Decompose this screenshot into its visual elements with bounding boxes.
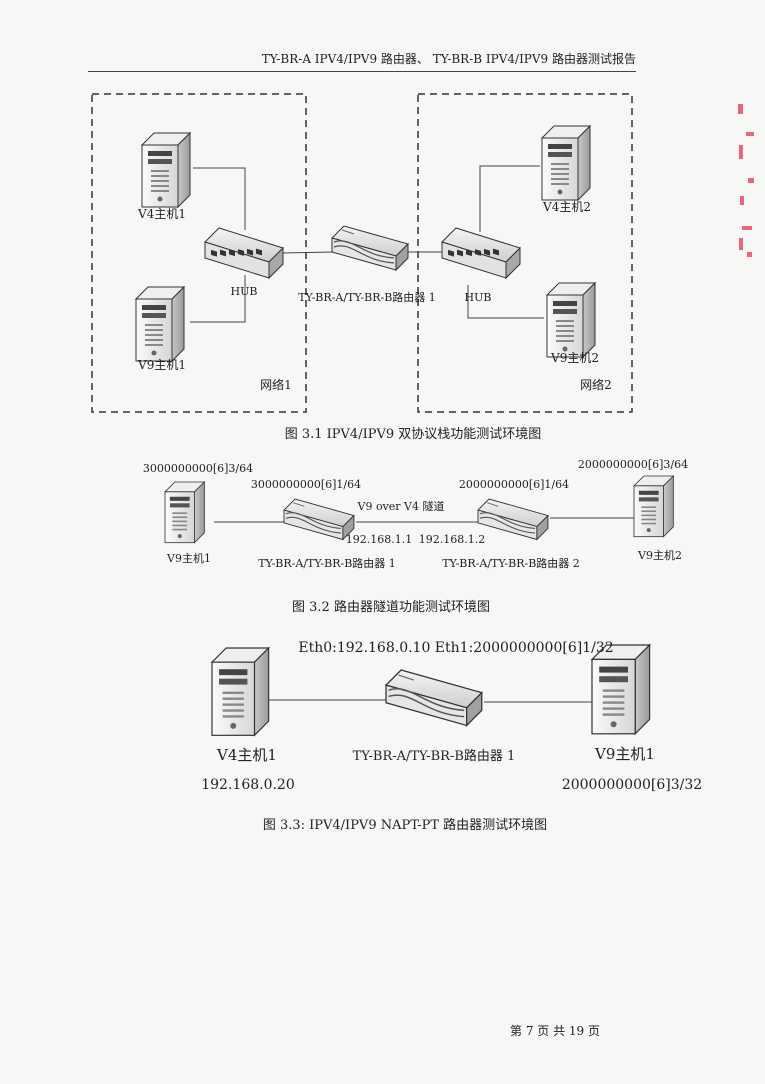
stamp-marks xyxy=(738,104,754,257)
hub-right-label: HUB xyxy=(465,291,492,304)
router-icon xyxy=(331,225,409,271)
v4-host1-label: V4主机1 xyxy=(216,746,277,764)
router-icon xyxy=(385,669,483,727)
cable xyxy=(467,285,544,319)
v9-host1-label: V9主机1 xyxy=(166,551,211,565)
router-icon xyxy=(283,498,355,541)
cable xyxy=(479,165,540,232)
server-icon xyxy=(141,132,191,208)
v9-host2-label: V9主机2 xyxy=(550,351,599,365)
network2-label: 网络2 xyxy=(580,377,612,392)
figure2-caption: 图 3.2 路由器隧道功能测试环境图 xyxy=(292,599,490,615)
cable xyxy=(190,275,246,323)
router1-label: TY-BR-A/TY-BR-B路由器 1 xyxy=(258,556,396,570)
server-icon xyxy=(591,644,651,735)
figure1-caption: 图 3.1 IPV4/IPV9 双协议栈功能测试环境图 xyxy=(285,427,542,442)
server-icon xyxy=(164,481,205,544)
host2-address: 2000000000[6]3/64 xyxy=(578,458,688,471)
tunnel-label: V9 over V4 隧道 xyxy=(357,499,445,513)
server-icon xyxy=(211,647,270,736)
network1-label: 网络1 xyxy=(260,377,292,392)
v9-host1-label: V9主机1 xyxy=(137,358,186,372)
page-header: TY-BR-A IPV4/IPV9 路由器、 TY-BR-B IPV4/IPV9… xyxy=(88,50,636,72)
router-icon xyxy=(477,498,549,541)
router2-address: 2000000000[6]1/64 xyxy=(459,478,569,491)
figure-3: Eth0:192.168.0.10 Eth1:2000000000[6]1/32… xyxy=(201,640,702,833)
router-label: TY-BR-A/TY-BR-B路由器 1 xyxy=(298,290,436,304)
v9-host1-label: V9主机1 xyxy=(594,745,655,763)
v9-host2-label: V9主机2 xyxy=(637,548,682,562)
page-number: 第 7 页 共 19 页 xyxy=(510,1024,600,1038)
router1-ipv4: 192.168.1.1 xyxy=(346,533,412,546)
router2-ipv4: 192.168.1.2 xyxy=(419,533,485,546)
router-label: TY-BR-A/TY-BR-B路由器 1 xyxy=(353,748,516,764)
cable xyxy=(281,251,334,254)
v4-host2-label: V4主机2 xyxy=(542,200,591,214)
hub-icon xyxy=(441,227,521,279)
v4-host1-label: V4主机1 xyxy=(137,207,186,221)
hub-icon xyxy=(204,227,284,279)
router-interfaces: Eth0:192.168.0.10 Eth1:2000000000[6]1/32 xyxy=(298,640,613,656)
server-icon xyxy=(541,125,591,201)
hub-left-label: HUB xyxy=(231,285,258,298)
network2-boundary xyxy=(417,93,633,413)
figure-1: V4主机1 V9主机1 HUB TY-BR-A/TY-BR-B路由器 1 HUB… xyxy=(91,93,633,442)
server-icon xyxy=(546,282,596,358)
v4-host1-address: 192.168.0.20 xyxy=(201,777,295,793)
router2-label: TY-BR-A/TY-BR-B路由器 2 xyxy=(442,556,580,570)
figure3-caption: 图 3.3: IPV4/IPV9 NAPT-PT 路由器测试环境图 xyxy=(263,817,547,833)
router1-address: 3000000000[6]1/64 xyxy=(251,478,361,491)
server-icon xyxy=(135,286,185,362)
v9-host1-address: 2000000000[6]3/32 xyxy=(562,777,702,793)
cable xyxy=(193,167,246,230)
host1-address: 3000000000[6]3/64 xyxy=(143,462,253,475)
server-icon xyxy=(633,475,674,538)
figure-2: 3000000000[6]3/64 V9主机1 3000000000[6]1/6… xyxy=(143,458,688,615)
